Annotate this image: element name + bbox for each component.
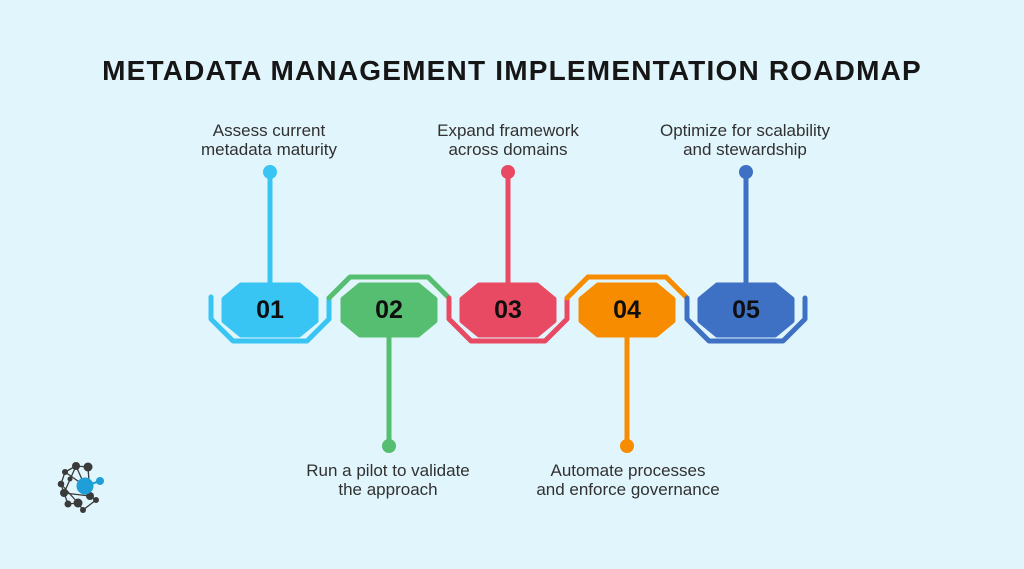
step-3-badge-octagon <box>459 282 557 338</box>
logo-hub <box>76 477 104 495</box>
step-4-label-line1: Automate processes <box>550 461 706 480</box>
page-title: METADATA MANAGEMENT IMPLEMENTATION ROADM… <box>102 55 922 86</box>
step-2-number: 02 <box>375 296 403 324</box>
step-3-graphic <box>446 165 570 344</box>
rail-segment-1 <box>208 294 332 344</box>
step-4-label: Automate processes and enforce governanc… <box>508 461 748 499</box>
step-3-number: 03 <box>494 296 522 324</box>
step-5-label-line1: Optimize for scalability <box>659 121 831 140</box>
step-3-label-line2: across domains <box>448 140 568 159</box>
step-1-label-line2: metadata maturity <box>200 140 338 159</box>
step-5-graphic <box>684 165 808 344</box>
step-2-graphic <box>326 274 452 453</box>
step-2-dot <box>382 439 396 453</box>
step-3-label-line1: Expand framework <box>437 121 579 140</box>
step-1-number: 01 <box>256 296 284 324</box>
step-1-label-line1: Assess current <box>212 121 326 140</box>
rail-segment-5 <box>684 295 808 344</box>
step-2-badge-octagon <box>340 282 438 338</box>
step-5-number: 05 <box>732 296 760 324</box>
step-1-label: Assess current metadata maturity <box>149 121 389 159</box>
step-2-label: Run a pilot to validate the approach <box>268 461 508 499</box>
step-2-label-line2: the approach <box>338 480 438 499</box>
step-5-badge-octagon <box>697 282 795 338</box>
network-graph-logo <box>57 462 104 513</box>
step-1-badge-octagon <box>221 282 319 338</box>
step-3-label: Expand framework across domains <box>388 121 628 159</box>
step-1-graphic <box>208 165 332 344</box>
step-1-dot <box>263 165 277 179</box>
step-5-label: Optimize for scalability and stewardship <box>625 121 865 159</box>
step-4-dot <box>620 439 634 453</box>
step-2-label-line1: Run a pilot to validate <box>306 461 470 480</box>
step-5-label-line2: and stewardship <box>683 140 807 159</box>
step-4-graphic <box>564 274 690 453</box>
step-5-dot <box>739 165 753 179</box>
step-4-badge-octagon <box>578 282 676 338</box>
rail-segment-4 <box>564 274 690 301</box>
step-4-number: 04 <box>613 296 641 324</box>
step-3-dot <box>501 165 515 179</box>
rail-segment-3 <box>446 295 570 344</box>
step-4-label-line2: and enforce governance <box>536 480 720 499</box>
rail-segment-2 <box>326 274 452 301</box>
